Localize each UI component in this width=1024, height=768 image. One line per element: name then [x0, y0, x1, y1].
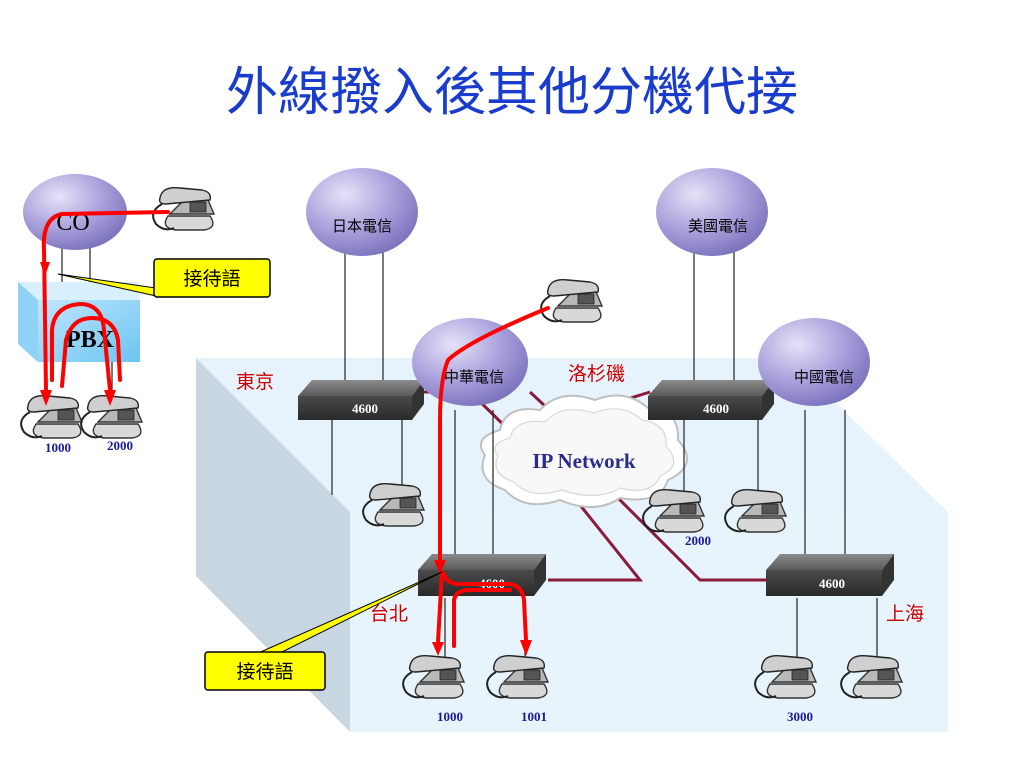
cloud-usa: 美國電信 [656, 168, 768, 256]
ip-network-cloud: IP Network [480, 394, 688, 509]
pbx-box: PBX [18, 282, 140, 362]
city-la: 洛杉磯 [568, 363, 625, 385]
phone-co-icon [152, 186, 215, 231]
cloud-china-label: 中國電信 [794, 368, 854, 386]
cloud-japan: 日本電信 [306, 168, 418, 256]
cloud-cht: 中華電信 [412, 318, 528, 406]
call-path [41, 210, 550, 648]
city-taipei: 台北 [370, 603, 408, 625]
cloud-usa-label: 美國電信 [688, 217, 748, 235]
ip-network-label: IP Network [532, 449, 636, 473]
callout-top-text: 接待語 [183, 268, 240, 290]
ext-pbx-1000: 1000 [45, 440, 71, 455]
city-tokyo: 東京 [236, 371, 274, 393]
cloud-japan-label: 日本電信 [332, 217, 392, 235]
ext-la-2000: 2000 [685, 533, 711, 548]
switch-la: 4600 [648, 380, 774, 420]
page-title: 外線撥入後其他分機代接 [226, 63, 798, 123]
phone-cht-icon [540, 278, 603, 323]
cloud-china: 中國電信 [758, 318, 870, 406]
switch-shanghai-label: 4600 [819, 576, 845, 591]
cloud-cht-label: 中華電信 [444, 368, 504, 386]
city-shanghai: 上海 [886, 603, 924, 625]
call-path-arrows [40, 262, 532, 656]
switch-la-label: 4600 [703, 401, 729, 416]
callout-bottom-text: 接待語 [236, 661, 293, 683]
ext-taipei-1000: 1000 [437, 709, 463, 724]
callout-bottom: 接待語 [204, 571, 443, 691]
switch-tokyo: 4600 [298, 380, 424, 420]
phone-pbx-1000-icon [20, 394, 83, 439]
ext-shanghai-3000: 3000 [787, 709, 813, 724]
callout-top: 接待語 [57, 258, 271, 298]
switch-shanghai: 4600 [766, 554, 894, 596]
phone-pbx-2000-icon [80, 394, 143, 439]
switch-tokyo-label: 4600 [352, 401, 378, 416]
ext-taipei-1001: 1001 [521, 709, 547, 724]
ext-pbx-2000: 2000 [107, 438, 133, 453]
